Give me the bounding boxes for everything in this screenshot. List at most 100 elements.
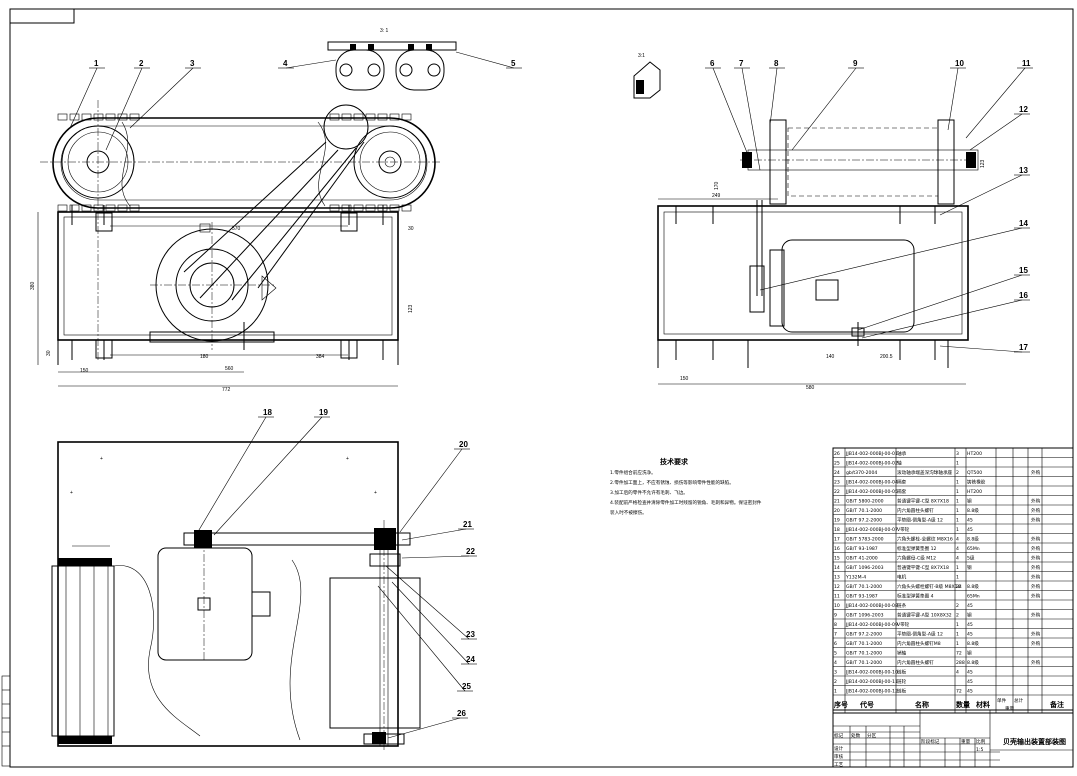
bom-cell: 8.8级 xyxy=(967,659,979,666)
belt-bar xyxy=(183,532,411,546)
balloon-7: 7 xyxy=(739,59,744,68)
dim-right-e: 580 xyxy=(806,385,815,391)
bom-cell: 12 xyxy=(834,584,840,590)
bom-cell: 9 xyxy=(834,613,837,619)
bom-header-cell: 数量 xyxy=(956,700,970,709)
dim-side-b: 30 xyxy=(46,350,52,356)
plan-view: + + + + xyxy=(51,441,421,750)
dim-bottom-left: 150 xyxy=(80,368,89,374)
tech-req-line-1: 1.零件组合前应洗净。 xyxy=(610,469,656,476)
bom-cell: 2 xyxy=(956,603,959,609)
bom-cell: GB/T 93-1987 xyxy=(846,594,878,600)
balloon-6: 6 xyxy=(710,59,715,68)
bom-header-weight: 重量 xyxy=(1005,705,1015,712)
bom-cell: 隔套 xyxy=(897,479,907,486)
bom-cell: JJB14-002-000BJ-00-01 xyxy=(845,451,898,457)
bom-cell: 内六角圆柱头螺钉 xyxy=(897,507,934,514)
bom-cell: 销轴 xyxy=(897,650,907,657)
binding-strip xyxy=(1,675,11,767)
bom-cell: 3 xyxy=(956,451,959,457)
bom-cell: 1 xyxy=(956,480,959,486)
dim-height-left: 380 xyxy=(30,281,36,290)
tb-review: 审核 xyxy=(834,753,844,760)
dim-motor-h: 123 xyxy=(408,304,414,313)
bom-cell: 轴 xyxy=(897,460,902,467)
tech-req-line-2: 2.零件加工面上，不应有锈蚀、损伤等影响零件性能的缺陷。 xyxy=(610,479,734,486)
balloon-15: 15 xyxy=(1019,266,1028,275)
tb-ratio: 比例 xyxy=(976,738,986,745)
bom-cell: 5 xyxy=(834,651,837,657)
bom-header-weight: 总计 xyxy=(1014,697,1024,704)
bom-cell: 1 xyxy=(956,518,959,524)
bom-cell: 链板 xyxy=(897,669,907,676)
bom-cell: GB/T 97.2-2000 xyxy=(846,518,882,524)
motor-side xyxy=(781,239,915,333)
bom-header-cell: 备注 xyxy=(1049,700,1064,709)
balloon-11: 11 xyxy=(1022,59,1031,68)
bom-cell: GB/T 70.1-2000 xyxy=(846,651,882,657)
svg-text:+: + xyxy=(346,456,349,462)
balloon-2: 2 xyxy=(139,59,144,68)
belt-pulley-top xyxy=(323,104,369,150)
scale-label-right: 3:1 xyxy=(638,53,645,59)
bom-cell: GB/T 5800-2000 xyxy=(846,499,884,505)
bom-cell: JJB14-002-000BJ-00-10 xyxy=(845,670,898,676)
bom-cell: 标准型弹簧垫圈 4 xyxy=(897,593,934,600)
frame-side xyxy=(657,205,969,341)
balloon-23: 23 xyxy=(466,630,475,639)
balloon-22: 22 xyxy=(466,547,475,556)
chain-links xyxy=(57,113,412,212)
bom-cell: 8.8级 xyxy=(967,536,979,543)
bom-frame xyxy=(832,447,1074,714)
drum-plan xyxy=(329,577,421,729)
tb-mark: 标记 xyxy=(834,732,844,739)
dim-side-b-2: 30 xyxy=(408,226,414,232)
svg-text:+: + xyxy=(374,490,377,496)
bom-cell: gb/t370-2004 xyxy=(846,470,877,476)
bom-cell: JJB14-002-000BJ-00-04 xyxy=(845,480,898,486)
bom-cell: 链板 xyxy=(897,688,907,695)
bom-header-cell: 名称 xyxy=(915,700,929,709)
bom-cell: 72 xyxy=(956,689,962,695)
bom-cell: 外购 xyxy=(1031,593,1041,600)
bom-cell: 滚动轴承端盖深沟球轴承座 xyxy=(897,469,953,476)
balloon-19: 19 xyxy=(319,408,328,417)
bom-cell: 15 xyxy=(834,556,840,562)
bom-cell: 45 xyxy=(967,632,973,638)
bom-cell: 20 xyxy=(834,508,840,514)
bom-cell: 钢 xyxy=(967,564,972,571)
bom-cell: JJB14-002-000BJ-00-08 xyxy=(845,603,898,609)
bom-cell: 6 xyxy=(834,641,837,647)
bom-cell: 4 xyxy=(834,660,837,666)
balloon-4: 4 xyxy=(283,59,288,68)
svg-text:+: + xyxy=(70,490,73,496)
balloon-24: 24 xyxy=(466,655,475,664)
bom-cell: 65Mn xyxy=(967,546,980,552)
balloon-8: 8 xyxy=(774,59,779,68)
dim-right-d: 200.5 xyxy=(880,354,893,360)
balloon-1: 1 xyxy=(94,59,99,68)
bom-cell: 外购 xyxy=(1031,612,1041,619)
side-view: 3:1 580 xyxy=(633,53,986,391)
bom-cell: 钢 xyxy=(967,650,972,657)
bom-cell: 1 xyxy=(834,689,837,695)
bom-cell: 外购 xyxy=(1031,498,1041,505)
tech-req-line-3: 3.加工后的零件不允许有毛刺、飞边。 xyxy=(610,489,688,496)
bom-cell: 外购 xyxy=(1031,583,1041,590)
dim-bottom-a: 180 xyxy=(200,354,209,360)
tech-req-line-5: 装入时不被擦伤。 xyxy=(610,509,647,516)
bom-cell: 8.8级 xyxy=(967,583,979,590)
bom-cell: 外购 xyxy=(1031,507,1041,514)
bom-cell: 1 xyxy=(956,565,959,571)
bom-cell: GB/T 93-1987 xyxy=(846,546,878,552)
bom-cell: 4 xyxy=(956,556,959,562)
front-view: 772 560 180 384 150 570 380 30 123 30 xyxy=(30,100,440,393)
bom-cell: 4 xyxy=(956,670,959,676)
dim-right-bl: 150 xyxy=(680,376,689,382)
dim-side-c: 123 xyxy=(980,159,986,168)
bom-cell: 普通键平键-C型 8X7X18 xyxy=(897,564,949,571)
dim-bottom-b: 384 xyxy=(316,354,325,360)
bom-cell: 8.8级 xyxy=(967,507,979,514)
